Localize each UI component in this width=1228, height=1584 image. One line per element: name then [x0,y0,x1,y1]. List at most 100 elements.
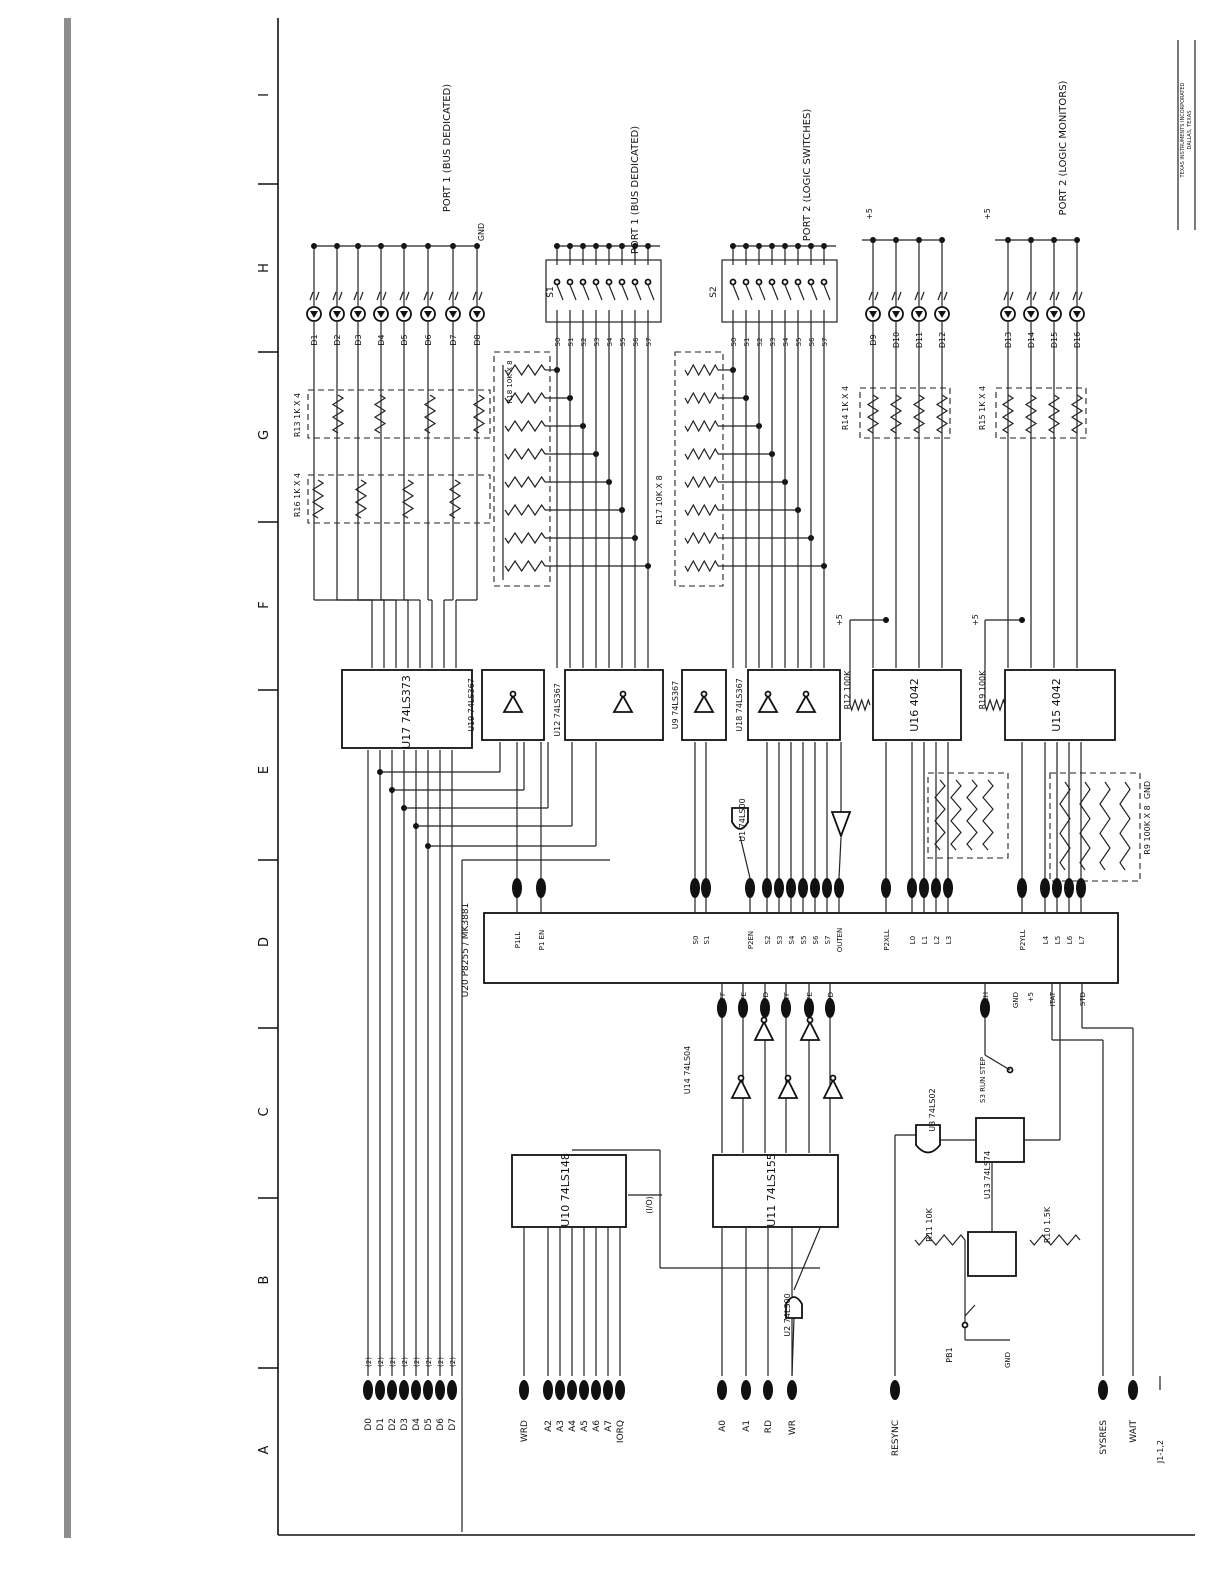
u20-bottom-pin-label: NFE [740,992,748,1006]
grid-letter-f: F [257,601,272,608]
u20-top-pin-label: P1 EN [538,930,546,951]
pin-ref: (2) [425,1357,433,1367]
u13a-chip [967,1231,1017,1277]
switch-signal-label: S1 [567,338,575,347]
r15-resistor-2 [1047,394,1061,434]
u16-chip [872,669,962,741]
led-label: D12 [938,332,947,348]
u20-bottom-pin-label: NFD [762,992,770,1007]
address-pin-label: A5 [580,1420,590,1432]
u15-label: U15 4042 [1050,678,1063,732]
r9a-network-box [927,772,1009,859]
u20-top-pin-label: S6 [812,935,820,944]
u20-top-pin-3 [701,878,711,898]
connectors [363,878,1138,1400]
u20-top-pin-label: P2XLL [883,929,891,950]
r9b-resistor-1 [1079,781,1091,871]
control-pin-label: A1 [742,1420,752,1432]
u20-top-pin-label: S3 [776,936,784,945]
r10-label: R10 1.5K [1043,1206,1052,1243]
r15-resistor-1 [1024,394,1038,434]
data-pin-label-0: D0 [364,1418,374,1431]
u20-top-pin-label: S5 [800,936,808,945]
data-pin-label-7: D7 [448,1418,458,1431]
u20-top-pin-9 [810,878,820,898]
u20-top-pin-label: S2 [764,936,772,945]
pb1-label: PB1 [945,1347,954,1362]
u20-top-pin-0 [512,878,522,898]
u17-label: U17 74LS373 [400,675,413,749]
u20-bottom-pin-0 [717,998,727,1018]
switch-signal-label: S0 [554,338,562,347]
gnd-label: GND [1143,781,1152,799]
r9a-resistor-2 [966,779,978,851]
address-pin-label: WRD [520,1420,530,1442]
u2-label: U2 74LS00 [783,1293,792,1336]
r17-resistor-4 [684,475,719,489]
r9a-resistor-3 [982,779,994,851]
title-block [1177,40,1196,230]
u12-label: U12 74LS367 [553,683,562,737]
vcc-label: +5 [983,208,992,220]
r17-resistor-2 [684,419,719,433]
u20-top-pin-label: S4 [788,935,796,944]
led-label: D8 [473,334,482,345]
r14-resistor-3 [935,394,949,434]
address-pin-label: A7 [604,1420,614,1432]
u20-bottom-pin-label: INFF [719,992,727,1007]
u20-top-pin-label: L6 [1066,935,1074,944]
port2-monitors-label: PORT 2 (LOGIC MONITORS) [1058,80,1069,215]
u14-inverter-0 [730,1077,752,1099]
u20-top-pin-16 [943,878,953,898]
u18-buffer-b [795,694,817,713]
u18-chip [747,669,841,741]
led-label: D9 [869,334,878,345]
pin-ref: (2) [401,1357,409,1367]
switch-signal-label: S4 [606,337,614,346]
r16-resistor-1 [354,479,368,519]
u20-top-pin-label: S0 [692,936,700,945]
pin-ref: (2) [437,1357,445,1367]
r13-resistor-3 [472,394,486,434]
resync-label: RESYNC [891,1420,901,1456]
u20-top-pin-label: P1LL [514,932,522,949]
switch-signal-label: S3 [769,338,777,347]
r18-resistor-2 [504,419,546,433]
r15-network-box [995,387,1087,439]
u20-bottom-pin-6 [980,998,990,1018]
u11-label: U11 74LS155 [765,1153,778,1227]
u20-top-pin-label: L0 [909,936,917,944]
led-label: D2 [333,334,342,345]
switch-signal-label: S0 [730,338,738,347]
u20-top-pin-4 [745,878,755,898]
u20-top-pin-8 [798,878,808,898]
leds [306,291,1085,322]
switch-signal-label: S4 [782,337,790,346]
u20-bottom-pin-2 [760,998,770,1018]
title-line-2: DALLAS, TEXAS [1187,111,1193,150]
u14-inverter-top [830,811,852,839]
r17-resistor-3 [684,447,719,461]
led-label: D10 [892,332,901,348]
u15-chip [1004,669,1116,741]
u20-top-pin-label: P2EN [747,931,755,949]
r11-resistor [914,1234,966,1246]
r9a-resistor-1 [950,779,962,851]
connector-d3 [399,1380,409,1400]
u20-bottom-pin-3 [781,998,791,1018]
u3-nor-gate [915,1124,941,1154]
switch-signal-label: S5 [795,338,803,347]
r15-resistor-3 [1070,394,1084,434]
connector-d2 [387,1380,397,1400]
led-label: D4 [377,334,386,345]
u20-top-pin-21 [1076,878,1086,898]
u20-top-pin-18 [1040,878,1050,898]
u20-top-pin-label: L1 [921,936,929,944]
s2-switch-box [721,259,838,323]
u20-bottom-pin-label: OUTFD [827,992,835,1016]
connector-d5 [423,1380,433,1400]
grid-letter-c: C [257,1107,272,1116]
led-label: D13 [1004,332,1013,348]
r9-label: R9 100K X 8 [1143,805,1152,854]
